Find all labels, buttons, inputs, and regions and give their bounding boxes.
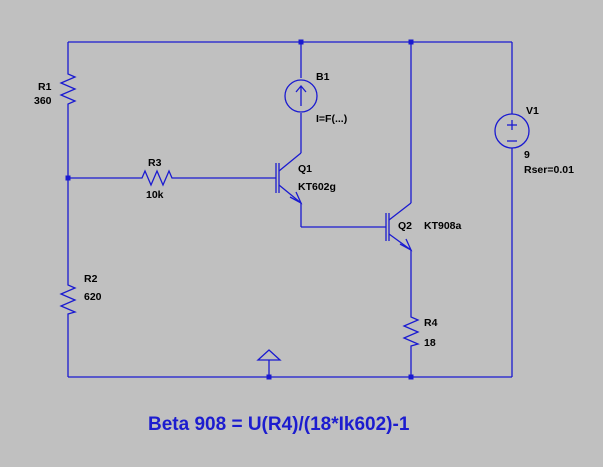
q2-name: Q2 (398, 220, 412, 232)
v1-series-resistance: Rser=0.01 (524, 164, 574, 176)
r2-value: 620 (84, 291, 102, 303)
transistor-q1[interactable]: Q1 KT602g (275, 152, 336, 205)
q1-name: Q1 (298, 163, 312, 175)
q2-value: KT908a (424, 220, 462, 232)
r4-name: R4 (424, 317, 438, 329)
junction-ground (266, 374, 272, 380)
r4-value: 18 (424, 337, 436, 349)
b1-value: I=F(...) (316, 113, 347, 125)
formula-text: Beta 908 = U(R4)/(18*Ik602)-1 (148, 414, 410, 435)
resistor-r2[interactable]: R2 620 (59, 273, 102, 316)
resistor-r1[interactable]: R1 360 (34, 70, 77, 107)
r2-name: R2 (84, 273, 98, 285)
junction-q2-top (408, 39, 414, 45)
r1-value: 360 (34, 95, 52, 107)
q1-value: KT602g (298, 181, 336, 193)
r1-name: R1 (38, 81, 52, 93)
junction-r4-bottom (408, 374, 414, 380)
junction-r3-node (65, 175, 71, 181)
voltage-source-v1[interactable]: V1 9 Rser=0.01 (494, 105, 574, 176)
v1-value: 9 (524, 149, 530, 161)
transistor-q2[interactable]: Q2 KT908a (385, 202, 462, 252)
r3-name: R3 (148, 157, 162, 169)
wires (67, 41, 513, 378)
ground-icon (256, 349, 282, 361)
resistor-r3[interactable]: R3 10k (138, 157, 174, 201)
junctions (65, 39, 414, 380)
b1-name: B1 (316, 71, 330, 83)
resistor-r4[interactable]: R4 18 (402, 313, 438, 349)
v1-name: V1 (526, 105, 539, 117)
r3-value: 10k (146, 189, 164, 201)
current-source-b1[interactable]: B1 I=F(...) (284, 71, 347, 125)
junction-b1-top (298, 39, 304, 45)
